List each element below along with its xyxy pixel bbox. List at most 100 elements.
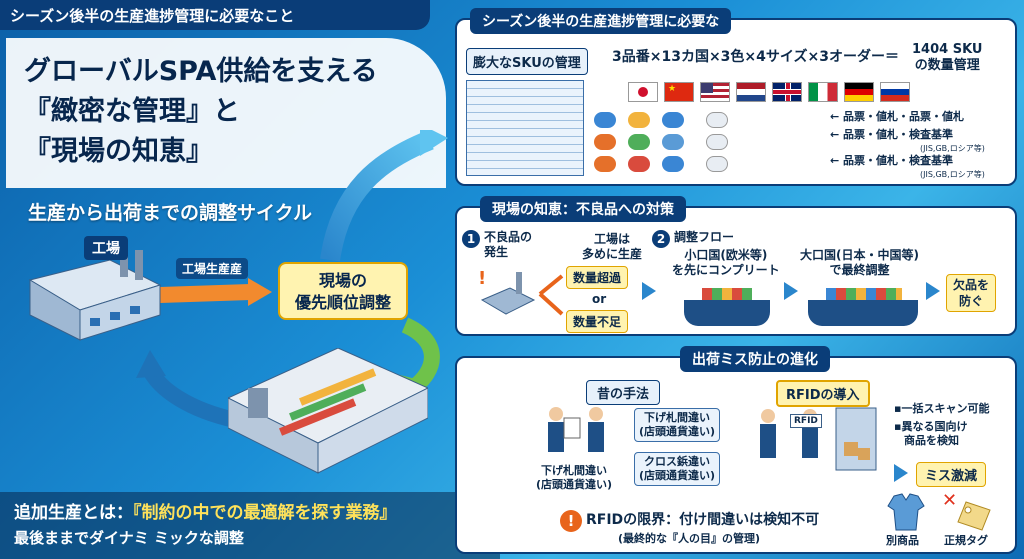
fabric-roll-icon (662, 134, 684, 150)
container-stack-icon (702, 288, 752, 300)
bullet-2: ▪異なる国向け (894, 420, 968, 433)
step1-text: 不良品の 発生 (484, 230, 532, 260)
germany-flag-icon (844, 82, 874, 102)
fabric-roll-icon (628, 156, 650, 172)
mistake-box-2: クロス鋲違い (店頭通貨違い) (634, 452, 721, 486)
rfid-limit-sub: (最終的な『人の目』の管理) (618, 532, 761, 545)
genuine-tag-text: 正規タグ (944, 534, 988, 547)
fabric-roll-icon (662, 112, 684, 128)
small-ship-icon (684, 300, 770, 326)
arrow-up-head (420, 130, 448, 156)
left-mistake-line-1: 下げ札間違い (541, 464, 608, 477)
tag-sub: (JIS,GB,ロシア等) (920, 144, 985, 153)
arrow-up-to-panels (320, 130, 434, 262)
tag-right: 検査基準 (909, 128, 954, 141)
sku-table-icon (466, 80, 584, 176)
large-ship-icon (808, 300, 918, 326)
mistake-box-1-line-1: 下げ札間違い (644, 411, 711, 424)
tag-left: 品票・値札 (843, 154, 899, 167)
bottom-line-2: 最後ままでダイナミ ミックな調整 (14, 529, 244, 547)
mistake-box-2-line-1: クロス鋲違い (644, 455, 711, 468)
fabric-roll-icon (594, 134, 616, 150)
factory-label: 工場 (84, 236, 128, 260)
production-line-illustration (228, 348, 428, 474)
sku-formula: 3品番×13カ国×3色×4サイズ×3オーダー＝ (612, 49, 899, 65)
rfid-limit-text: RFIDの限界：付け間違いは検知不可 (586, 512, 820, 528)
mistake-reduce-badge: ミス激減 (916, 462, 987, 487)
priority-line-2: 優先順位調整 (294, 293, 391, 312)
cycle-title: 生産から出荷までの調整サイクル (28, 202, 313, 224)
workers-icon (548, 407, 604, 452)
arrow-right-icon (784, 282, 798, 300)
shirt-icon (887, 493, 925, 531)
container-stack-icon (826, 288, 902, 300)
priority-box: 現場の 優先順位調整 (278, 262, 408, 320)
step1-line-2: 発生 (484, 245, 509, 259)
step1-line-1: 不良品の (484, 230, 533, 244)
button-icon (706, 134, 728, 150)
split-arrows (538, 274, 564, 316)
fabric-roll-icon (662, 156, 684, 172)
tag-left: 品票・値札 (843, 128, 899, 141)
tag-sub: (JIS,GB,ロシア等) (920, 170, 985, 179)
headline-line-3: 『現場の知恵』 (24, 136, 213, 167)
sku-label: 膨大なSKUの管理 (466, 48, 588, 75)
russia-flag-icon (880, 82, 910, 102)
large-country-text: 大口国(日本・中国等) で最終調整 (800, 248, 919, 278)
italy-flag-icon (808, 82, 838, 102)
arrow-blue-head (136, 350, 166, 378)
panel2-title: 現場の知恵：不良品への対策 (480, 196, 686, 222)
other-item-text: 別商品 (886, 534, 919, 547)
fabric-roll-icon (594, 112, 616, 128)
over-quantity-badge: 数量超過 (566, 266, 629, 289)
tag-row-1: ← 品票・値札・品票・値札 (830, 110, 965, 123)
step1-badge: 1 (462, 230, 480, 248)
bottom-highlight: 『制約の中での最適解を探す業務』 (133, 503, 397, 523)
left-mistake-text: 下げ札間違い (店頭通貨違い) (536, 464, 612, 492)
rfid-intro-label: RFIDの導入 (776, 380, 870, 407)
warning-circle-icon: ! (560, 510, 582, 532)
uk-flag-icon (772, 82, 802, 102)
left-mistake-line-2: (店頭通貨違い) (536, 478, 613, 491)
tag-left: 品票・値札 (843, 110, 899, 123)
cycle-arrows (136, 130, 448, 428)
prevent-line-2: 防ぐ (959, 294, 984, 308)
netherlands-flag-icon (736, 82, 766, 102)
headline-box: グローバルSPA供給を支える 『緻密な管理』と 『現場の知恵』 (6, 38, 446, 188)
factory-note: 工場は 多めに生産 (582, 232, 642, 262)
bullet-3: 商品を検知 (904, 434, 959, 447)
factory-illustration (28, 245, 162, 341)
factory-note-line-2: 多めに生産 (582, 247, 643, 261)
small-country-line-2: を先にコンプリート (672, 263, 780, 277)
small-country-line-1: 小口国(欧米等) (684, 248, 768, 262)
arrow-right-icon (926, 282, 940, 300)
bottom-prefix: 追加生産とは： (14, 503, 133, 523)
fabric-roll-icon (594, 156, 616, 172)
tag-right: 検査基準 (909, 154, 954, 167)
headline-line-2: 『緻密な管理』と (24, 96, 240, 127)
bottom-line-1: 追加生産とは：『制約の中での最適解を探す業務』 (14, 498, 486, 523)
sku-result: 1404 SKU の数量管理 (912, 42, 982, 74)
usa-flag-icon (700, 82, 730, 102)
priority-line-1: 現場の (318, 271, 367, 290)
sku-result-line-2: の数量管理 (914, 58, 980, 73)
japan-flag-icon (628, 82, 658, 102)
prevent-line-1: 欠品を (953, 278, 990, 292)
button-icon (706, 156, 728, 172)
small-country-text: 小口国(欧米等) を先にコンプリート (672, 248, 780, 278)
small-factory-icon (480, 272, 536, 315)
bottom-box: 追加生産とは：『制約の中での最適解を探す業務』 最後ままでダイナミ ミックな調整 (0, 492, 500, 559)
mistake-box-1: 下げ札間違い (店頭通貨違い) (634, 408, 721, 442)
fabric-roll-icon (628, 112, 650, 128)
arrow-factory-to-priority (159, 284, 251, 303)
top-banner: シーズン後半の生産進捗管理に必要なこと (0, 0, 430, 30)
factory-note-line-1: 工場は (594, 232, 631, 246)
large-country-line-1: 大口国(日本・中国等) (800, 248, 919, 262)
button-icon (706, 112, 728, 128)
large-country-line-2: で最終調整 (829, 263, 890, 277)
tag-right: 品票・値札 (909, 110, 965, 123)
arrow-right-icon (894, 464, 908, 482)
arrow-blue-back (142, 365, 237, 428)
step2-badge: 2 (652, 230, 670, 248)
sku-result-line-1: 1404 SKU (912, 42, 983, 57)
